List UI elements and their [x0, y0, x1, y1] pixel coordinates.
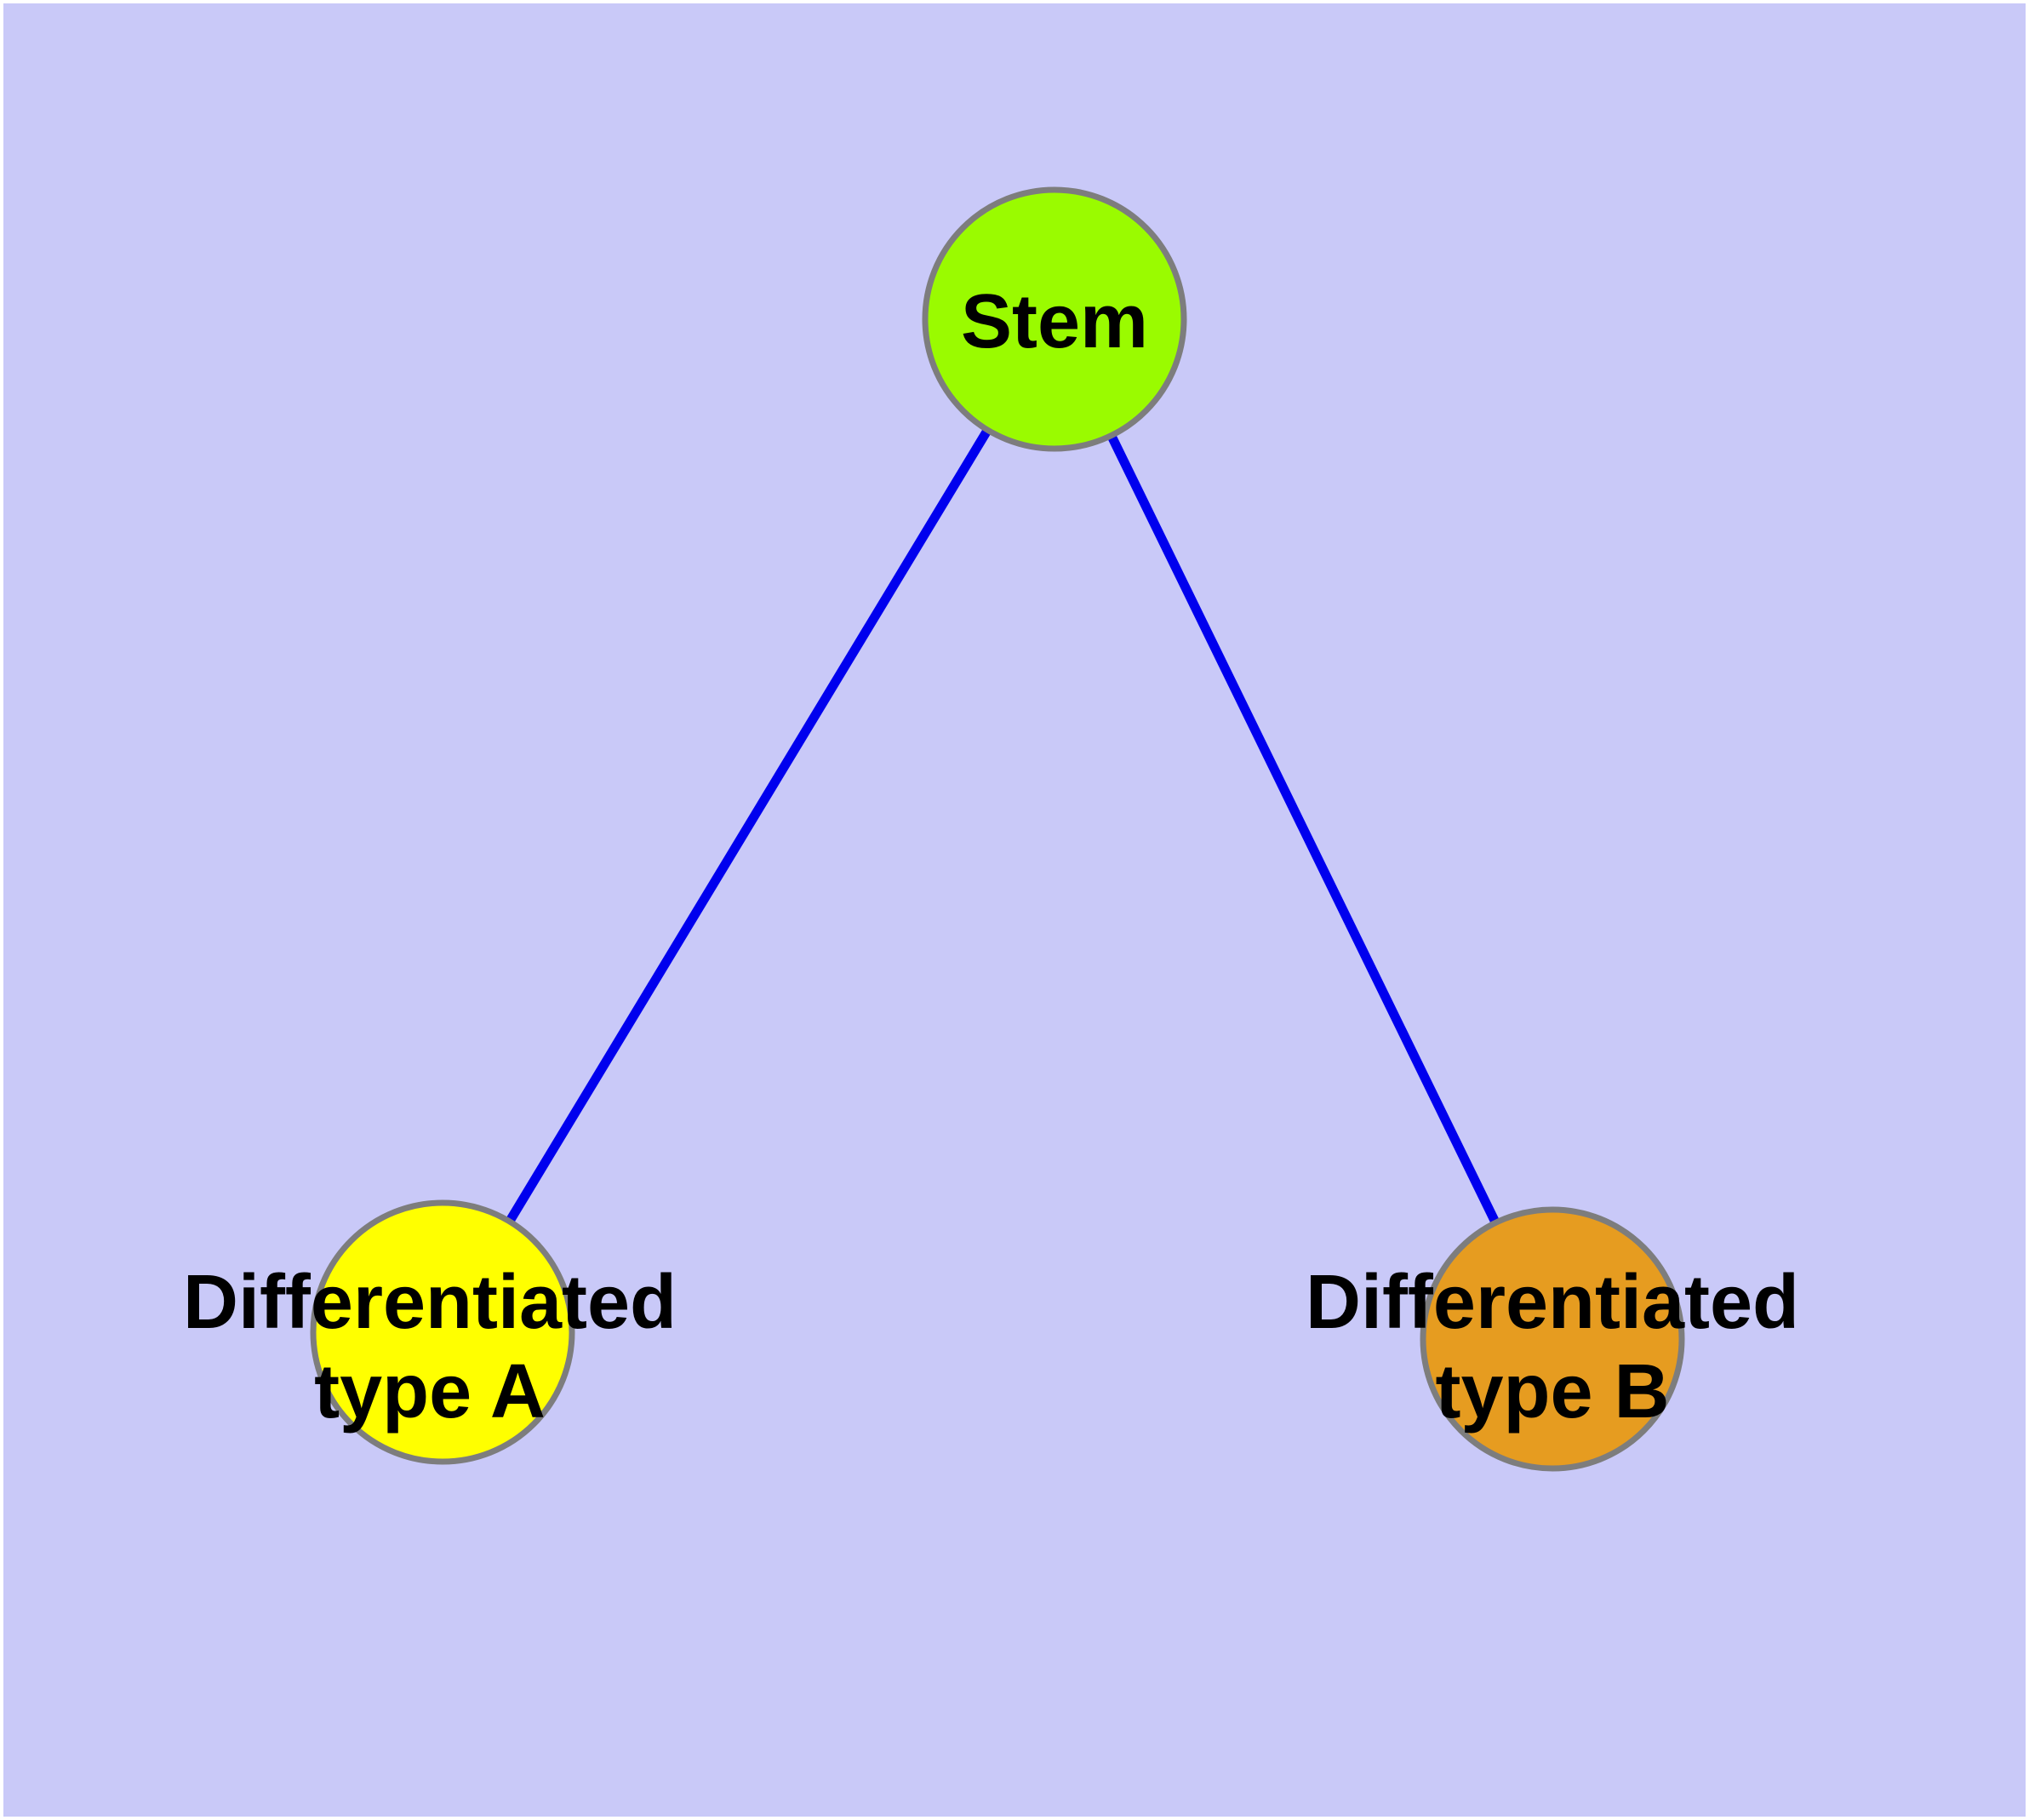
node-type-a-label-line2: type A: [314, 1349, 546, 1434]
node-differentiated-type-a: [310, 1199, 575, 1465]
node-type-b-label-line1: Differentiated: [1306, 1260, 1799, 1345]
node-stem-label: Stem: [961, 279, 1148, 364]
edge-stem-to-type-a: [438, 317, 1059, 1335]
node-differentiated-type-b: [1420, 1206, 1685, 1472]
node-type-a-label-line1: Differentiated: [183, 1260, 677, 1345]
node-type-b-label-line2: type B: [1435, 1349, 1669, 1434]
node-stem: [922, 186, 1187, 452]
edge-stem-to-type-b: [1050, 317, 1557, 1342]
